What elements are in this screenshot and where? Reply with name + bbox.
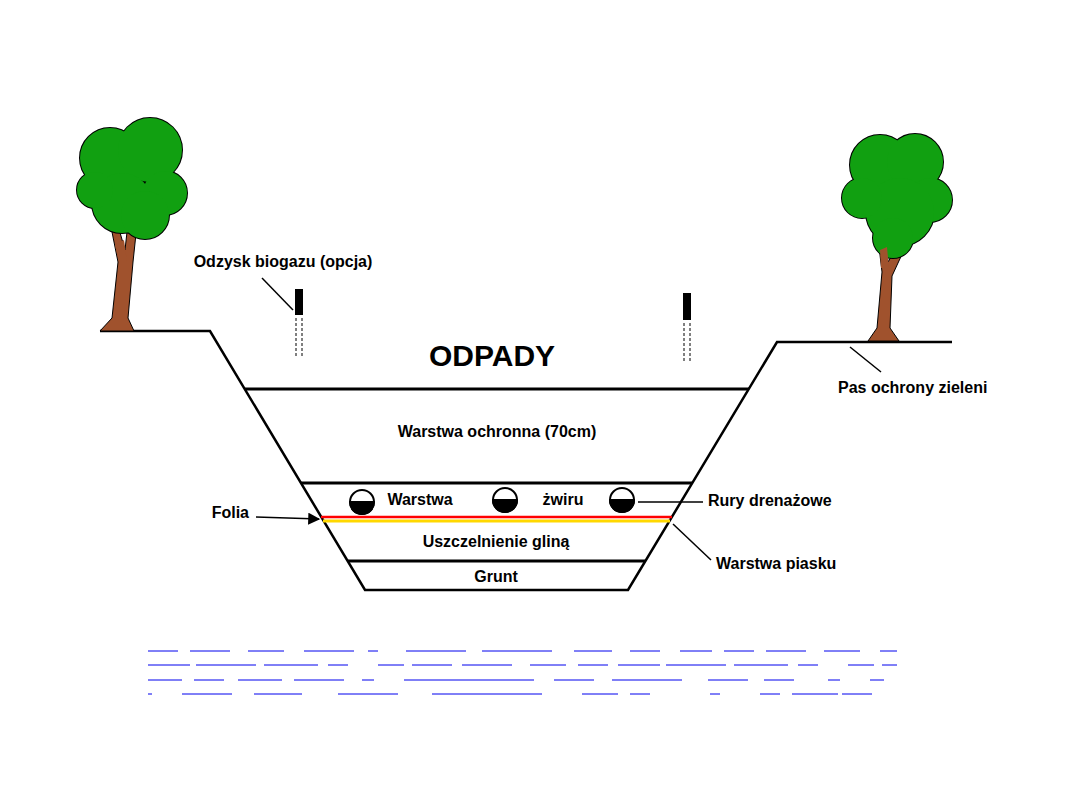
layer-label: Warstwa ochronna (70cm) [398, 423, 597, 441]
tree [842, 134, 952, 341]
layer-lines [245, 389, 749, 561]
callout-label: Odzysk biogazu (opcja) [194, 253, 373, 271]
layer-band: Warstwa żwiru [304, 486, 690, 515]
layer-band: Warstwa ochronna (70cm) [248, 392, 746, 480]
layer-title: ODPADY [429, 339, 555, 372]
callout-label: Folia [212, 504, 249, 522]
layer-label: Uszczelnienie gliną [423, 533, 570, 551]
pit-outline [100, 331, 952, 590]
callout-label: Rury drenażowe [708, 492, 832, 510]
callout-label: Pas ochrony zieleni [838, 379, 987, 397]
layer-label: Grunt [474, 568, 518, 586]
foil-line [321, 516, 672, 519]
callout-label: Warstwa piasku [716, 555, 836, 573]
link-underlines [148, 651, 897, 694]
layer-label: żwiru [543, 491, 584, 509]
layer-band: Grunt [350, 563, 642, 589]
leader-lines [256, 278, 881, 560]
layer-label: Warstwa [387, 491, 452, 509]
layer-band: Uszczelnienie gliną [326, 524, 670, 559]
layer-band: ODPADY [250, 320, 740, 386]
tree [77, 118, 187, 331]
sand-line [323, 520, 670, 523]
drainage-pipes [350, 488, 634, 514]
